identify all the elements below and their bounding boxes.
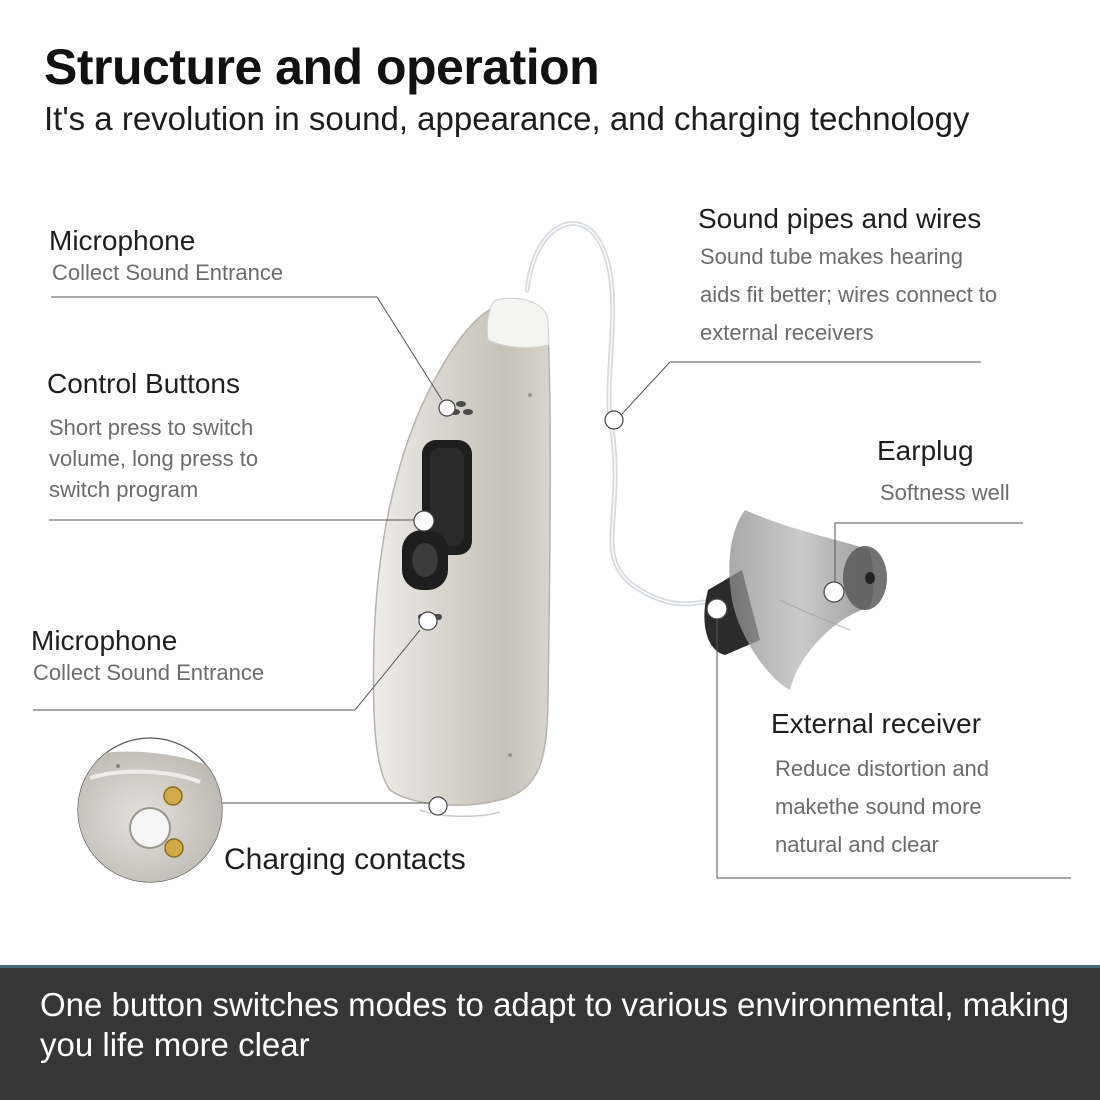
- footer-banner: One button switches modes to adapt to va…: [0, 965, 1100, 1100]
- leader-microphone-bottom: [33, 629, 421, 711]
- footer-accent-line: [0, 965, 1100, 968]
- dot-external-receiver: [706, 598, 728, 620]
- callout-microphone-top-label: Microphone: [49, 225, 196, 256]
- earplug: [729, 510, 887, 690]
- charging-contacts-inset: [77, 737, 223, 883]
- callout-charging-contacts-label: Charging contacts: [224, 843, 466, 876]
- callout-microphone-top-desc: Collect Sound Entrance: [52, 260, 284, 285]
- callout-dots: [413, 399, 845, 816]
- page-subtitle: It's a revolution in sound, appearance, …: [44, 100, 970, 137]
- page-title: Structure and operation: [44, 39, 600, 95]
- dot-sound-pipes: [604, 410, 624, 430]
- callout-external-receiver-desc: Reduce distortion and makethe sound more…: [775, 756, 990, 857]
- dot-earplug: [823, 581, 845, 603]
- footer-text: One button switches modes to adapt to va…: [40, 986, 1070, 1064]
- leader-external-receiver: [716, 617, 1071, 879]
- callout-earplug-label: Earplug: [877, 435, 974, 466]
- dot-microphone-top: [438, 399, 456, 417]
- dot-microphone-bottom: [418, 611, 438, 631]
- callout-microphone-bottom-label: Microphone: [31, 625, 178, 656]
- dot-control-buttons: [413, 510, 435, 532]
- leader-microphone-top: [51, 296, 443, 401]
- callout-control-buttons-desc: Short press to switch volume, long press…: [49, 415, 259, 503]
- program-button: [402, 530, 448, 590]
- leader-sound-pipes: [620, 361, 981, 416]
- callout-sound-pipes-label: Sound pipes and wires: [698, 203, 982, 234]
- callout-control-buttons-label: Control Buttons: [47, 368, 240, 399]
- leader-lines: [33, 296, 1071, 879]
- callout-sound-pipes-desc: Sound tube makes hearing aids fit better…: [700, 244, 998, 345]
- leader-charging-contacts: [219, 802, 438, 809]
- callout-external-receiver-label: External receiver: [771, 708, 982, 739]
- hearing-aid-illustration: [33, 221, 1071, 883]
- leader-earplug: [834, 522, 1023, 582]
- control-button-rocker: [422, 440, 472, 555]
- hearing-aid-body: [372, 297, 552, 817]
- callout-microphone-bottom-desc: Collect Sound Entrance: [33, 660, 265, 685]
- dot-charging-contacts: [428, 796, 448, 816]
- callout-earplug-desc: Softness well: [880, 480, 1010, 505]
